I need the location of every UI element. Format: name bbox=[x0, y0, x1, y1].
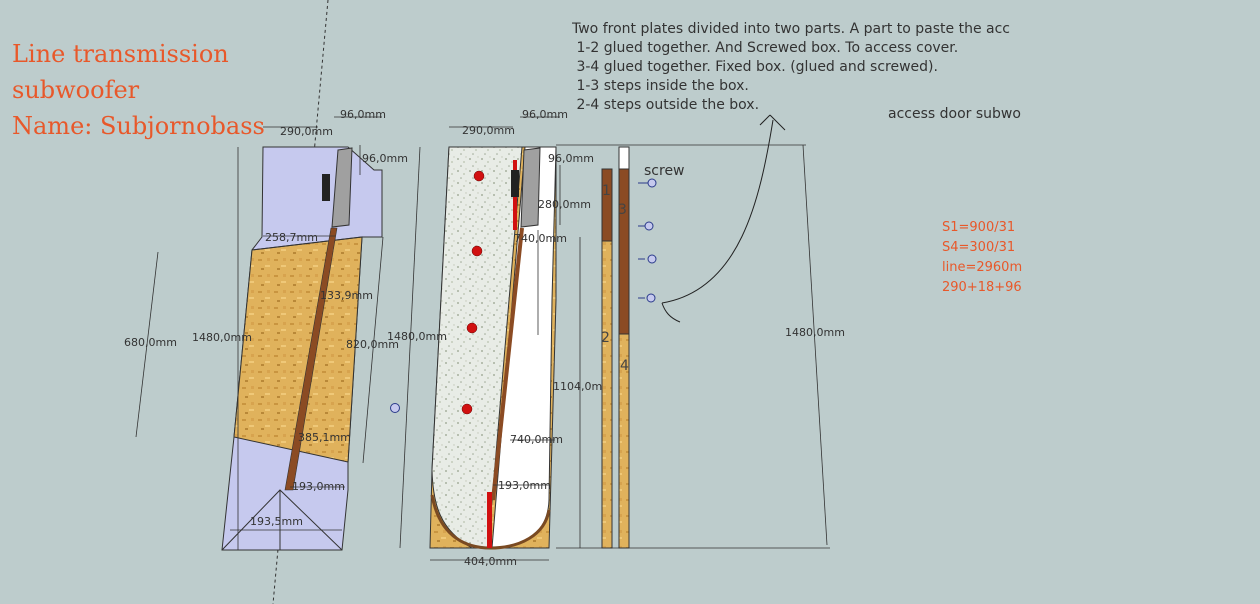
part-label-4: 4 bbox=[620, 358, 629, 374]
screw-icon bbox=[646, 293, 656, 303]
screws bbox=[638, 178, 657, 303]
freehand-arrow bbox=[661, 114, 786, 323]
middle-red-strip-bottom bbox=[487, 492, 492, 548]
left-driver-plate bbox=[331, 147, 353, 228]
marker-circle bbox=[390, 403, 400, 413]
dim-left-driver: 96,0mm bbox=[340, 108, 386, 121]
dim-mid-upper: 280,0mm bbox=[538, 198, 591, 211]
red-dot bbox=[461, 403, 473, 415]
dim-mid-width: 290,0mm bbox=[462, 124, 515, 137]
dim-mid-lower: 740,0mm bbox=[510, 433, 563, 446]
dim-left-inner-width: 258,7mm bbox=[265, 231, 318, 244]
middle-driver-magnet bbox=[511, 170, 519, 197]
strip-part-1 bbox=[601, 168, 613, 242]
left-divider-board bbox=[284, 227, 338, 491]
dim-mid-driver: 96,0mm bbox=[522, 108, 568, 121]
note-line: Two front plates divided into two parts.… bbox=[572, 21, 1010, 37]
middle-panel bbox=[429, 146, 557, 550]
dim-mid-bottom-w: 193,0mm bbox=[498, 479, 551, 492]
title-line-2: subwoofer bbox=[12, 76, 140, 104]
strip-part-top bbox=[618, 146, 630, 170]
note-line: 1-2 glued together. And Screwed box. To … bbox=[572, 40, 959, 56]
formula-line: 290+18+96 bbox=[942, 280, 1022, 295]
access-door-label: access door subwo bbox=[888, 106, 1021, 122]
strip-part-2 bbox=[601, 240, 613, 549]
part-label-1: 1 bbox=[602, 183, 611, 199]
left-driver-magnet bbox=[322, 174, 330, 201]
dim-mid-inner: 740,0mm bbox=[514, 232, 567, 245]
note-line: 2-4 steps outside the box. bbox=[572, 97, 760, 113]
dim-left-slot: 680,0mm bbox=[124, 336, 177, 349]
dim-left-bottom-d: 193,5mm bbox=[250, 515, 303, 528]
dim-left-angle: 133,9mm bbox=[320, 289, 373, 302]
dim-left-height: 1480,0mm bbox=[192, 331, 252, 344]
strip-part-3 bbox=[618, 168, 630, 335]
title-line-3: Name: Subjornobass bbox=[12, 112, 265, 140]
right-dimensions bbox=[556, 144, 830, 549]
left-dimensions bbox=[135, 116, 384, 550]
formula-line: S1=900/31 bbox=[942, 220, 1016, 235]
dim-mid-long: 1104,0mm bbox=[553, 380, 613, 393]
screw-icon bbox=[647, 178, 657, 188]
note-line: 1-3 steps inside the box. bbox=[572, 78, 749, 94]
red-dot bbox=[471, 245, 483, 257]
dim-mid-base: 404,0mm bbox=[464, 555, 517, 568]
screw-label: screw bbox=[644, 163, 685, 179]
middle-driver-plate bbox=[520, 147, 541, 228]
dim-left-step: 96,0mm bbox=[362, 152, 408, 165]
dim-left-width: 290,0mm bbox=[280, 125, 333, 138]
middle-dimensions bbox=[399, 116, 581, 561]
formula-block: S1=900/31 S4=300/31 line=2960m 290+18+96 bbox=[942, 218, 1022, 298]
part-label-3: 3 bbox=[618, 202, 627, 218]
middle-divider-board bbox=[491, 227, 524, 501]
screw-icon bbox=[644, 221, 654, 231]
notes-block: Two front plates divided into two parts.… bbox=[572, 20, 1022, 115]
red-dot bbox=[466, 322, 478, 334]
dim-mid-height: 1480,0mm bbox=[387, 330, 447, 343]
dim-mid-step: 96,0mm bbox=[548, 152, 594, 165]
red-dot bbox=[473, 170, 485, 182]
part-label-2: 2 bbox=[601, 330, 610, 346]
dim-left-lower: 385,1mm bbox=[298, 431, 351, 444]
note-line: 3-4 glued together. Fixed box. (glued an… bbox=[572, 59, 938, 75]
formula-line: S4=300/31 bbox=[942, 240, 1016, 255]
dim-left-bottom-w: 193,0mm bbox=[292, 480, 345, 493]
left-panel-seam bbox=[251, 236, 363, 251]
dim-left-section: 820,0mm bbox=[346, 338, 399, 351]
title-line-1: Line transmission bbox=[12, 40, 229, 68]
dim-right-height: 1480,0mm bbox=[785, 326, 845, 339]
screw-icon bbox=[647, 254, 657, 264]
middle-chamber-left bbox=[431, 146, 523, 549]
formula-line: line=2960m bbox=[942, 260, 1022, 275]
